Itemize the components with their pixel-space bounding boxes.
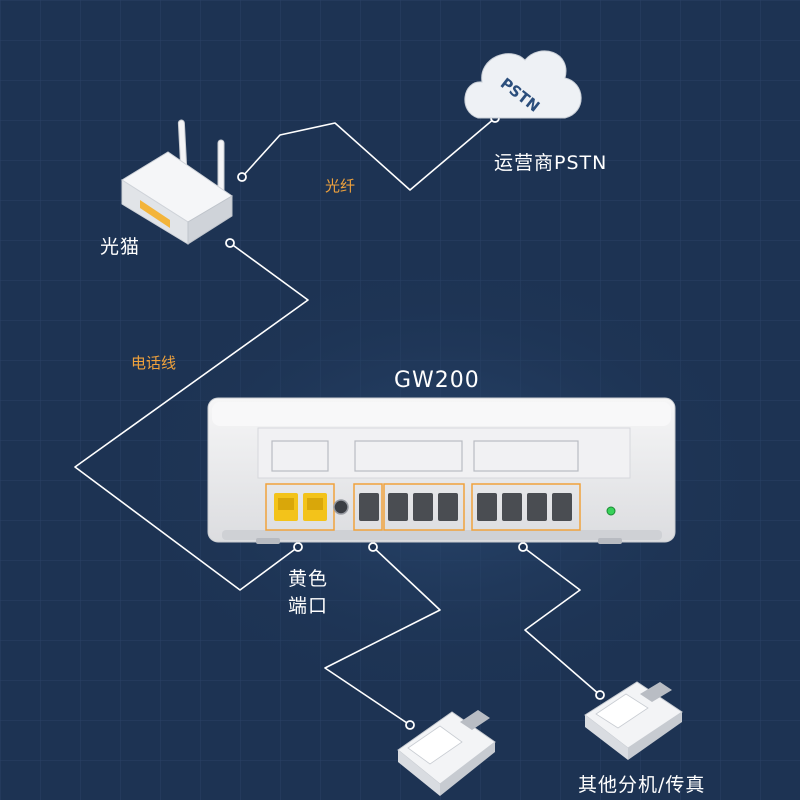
- status-led: [606, 506, 616, 516]
- phone-port: [388, 493, 408, 521]
- phone-port: [502, 493, 522, 521]
- phone-port: [438, 493, 458, 521]
- port-group-outline: [471, 483, 581, 531]
- connector-dot: [595, 690, 605, 700]
- phone-port: [552, 493, 572, 521]
- phone-port: [359, 493, 379, 521]
- connector-dot: [237, 172, 247, 182]
- yellow-ports-label: 黄色端口: [288, 568, 329, 617]
- phone-line-cable: [74, 242, 309, 591]
- connector-dot: [225, 238, 235, 248]
- connector-dot: [368, 542, 378, 552]
- desk-phone-icon: [397, 710, 496, 796]
- router-icon: [121, 119, 233, 245]
- phone-port: [477, 493, 497, 521]
- connector-dot: [518, 542, 528, 552]
- port-group-outline: [353, 483, 383, 531]
- gateway-model-label: GW200: [394, 368, 480, 393]
- cloud-icon: PSTN: [464, 50, 582, 119]
- modem-label: 光猫: [100, 236, 141, 258]
- yellow-port: [303, 493, 327, 521]
- port-group-outline: [383, 483, 465, 531]
- power-jack: [333, 499, 349, 515]
- extension-cable-1: [324, 546, 441, 726]
- desk-phone-icon: [584, 681, 683, 760]
- voip-gateway-icon: [207, 397, 676, 544]
- phone-line-label: 电话线: [131, 354, 177, 372]
- connector-dot: [293, 542, 303, 552]
- fiber-cable: [241, 117, 496, 191]
- extension-cable-2: [522, 546, 601, 696]
- extensions-label: 其他分机/传真: [578, 774, 706, 796]
- yellow-port: [274, 493, 298, 521]
- fiber-label: 光纤: [325, 177, 356, 195]
- pstn-label: 运营商PSTN: [494, 152, 608, 174]
- connector-dot: [405, 720, 415, 730]
- phone-port: [527, 493, 547, 521]
- phone-port: [413, 493, 433, 521]
